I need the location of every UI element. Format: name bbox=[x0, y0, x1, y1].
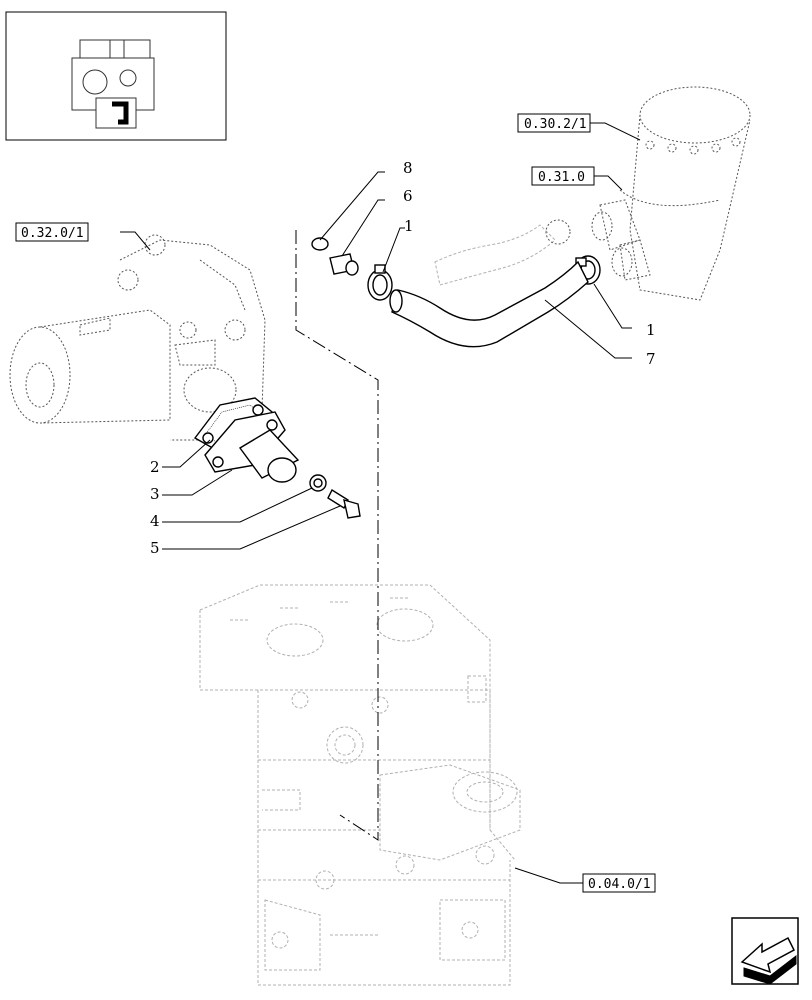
callout-5: 5 bbox=[150, 539, 160, 557]
part-6-fitting bbox=[329, 253, 359, 276]
engine-thumbnail bbox=[5, 11, 227, 141]
callout-6: 6 bbox=[403, 187, 413, 205]
leader-lines bbox=[120, 122, 641, 884]
callout-4: 4 bbox=[150, 512, 160, 530]
arrow-navigation-icon[interactable] bbox=[731, 917, 799, 985]
callout-1-right: 1 bbox=[646, 321, 656, 339]
engine-thumbnail-icon bbox=[71, 39, 155, 129]
ref-box-0-32-0-1[interactable]: 0.32.0/1 bbox=[15, 222, 89, 242]
part-7-hose bbox=[391, 260, 589, 348]
part-3-outlet-pipe bbox=[204, 411, 300, 483]
part-8-o-ring bbox=[311, 237, 329, 251]
callout-1-top: 1 bbox=[404, 217, 414, 235]
callout-7: 7 bbox=[646, 350, 656, 368]
engine-block-ghost bbox=[199, 584, 521, 986]
ref-label: 0.32.0/1 bbox=[21, 226, 84, 241]
part-4-washer bbox=[309, 474, 327, 492]
part-1-clamp-left bbox=[367, 264, 393, 301]
oil-filter-housing bbox=[591, 86, 751, 301]
ref-label: 0.04.0/1 bbox=[588, 877, 651, 892]
part-5-bolt bbox=[327, 488, 361, 519]
ref-box-0-31-0[interactable]: 0.31.0 bbox=[531, 166, 595, 186]
callout-8: 8 bbox=[403, 159, 413, 177]
callout-3: 3 bbox=[150, 485, 160, 503]
callout-2: 2 bbox=[150, 458, 160, 476]
ref-label: 0.30.2/1 bbox=[524, 117, 587, 132]
hose-end bbox=[389, 289, 403, 313]
alignment-line bbox=[295, 230, 379, 841]
ref-label: 0.31.0 bbox=[538, 170, 585, 185]
ref-box-0-04-0-1[interactable]: 0.04.0/1 bbox=[582, 873, 656, 893]
ref-box-0-30-2-1[interactable]: 0.30.2/1 bbox=[517, 113, 591, 133]
hose-ghost bbox=[434, 224, 556, 286]
clamp-ghost bbox=[545, 219, 571, 245]
